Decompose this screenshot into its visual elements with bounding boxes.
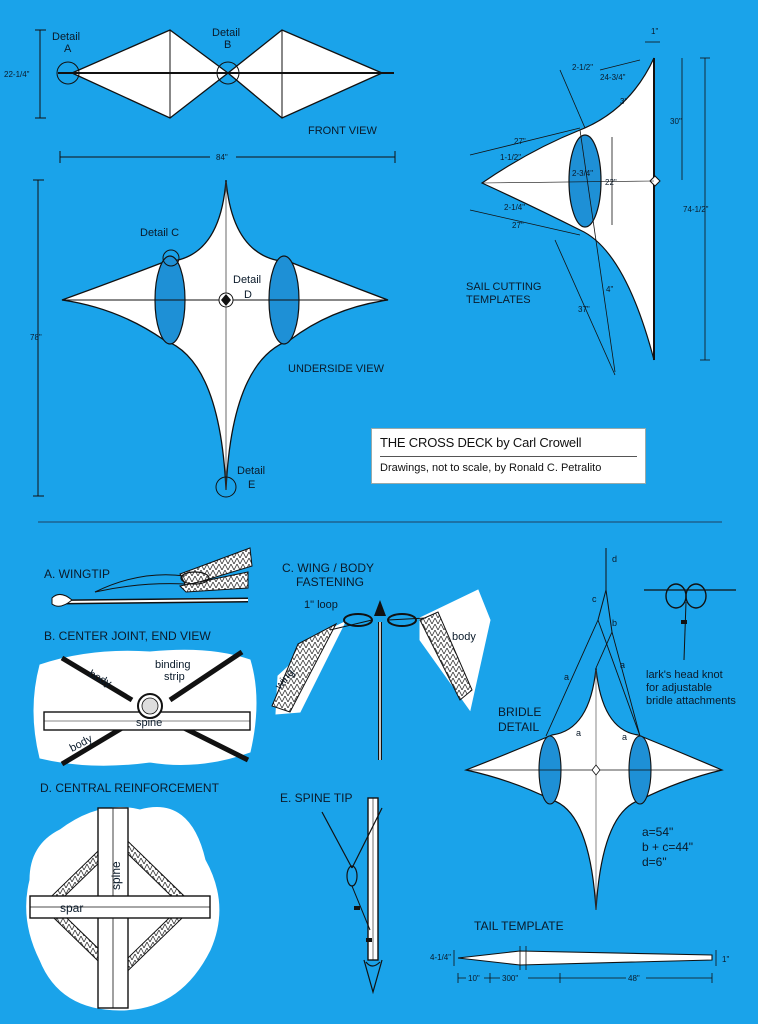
detail-e-word: Detail <box>237 465 265 477</box>
templates-label-2: TEMPLATES <box>466 294 531 306</box>
tail-seg-1: 10" <box>468 974 480 983</box>
detail-b-binding-1: binding <box>155 659 190 671</box>
underside-view: 78" Detail C Detail D Detail E UNDERSIDE… <box>30 179 389 498</box>
bridle-a-2: a <box>620 660 625 670</box>
bridle-a-3: a <box>576 728 581 738</box>
tpl-dim-3: 24-3/4" <box>600 73 626 82</box>
credit-title: THE CROSS DECK by Carl Crowell <box>380 435 582 450</box>
bridle-formula-1: a=54" <box>642 825 673 839</box>
detail-a-letter: A <box>64 43 72 55</box>
tail-template: TAIL TEMPLATE 4-1/4" 1" 10" 300" 48" <box>430 919 729 983</box>
detail-d-title: D. CENTRAL REINFORCEMENT <box>40 781 220 795</box>
tpl-dim-13: 4" <box>606 285 613 294</box>
tpl-dim-7: 1-1/2" <box>500 153 521 162</box>
detail-c-fastening: C. WING / BODY FASTENING 1" loop wing bo… <box>271 561 491 760</box>
tail-seg-2: 300" <box>502 974 518 983</box>
tpl-dim-9: 22" <box>605 178 617 187</box>
credit-divider <box>380 456 637 457</box>
front-view-label: FRONT VIEW <box>308 125 377 137</box>
tpl-dim-6: 27" <box>514 137 526 146</box>
tpl-dim-8: 2-3/4" <box>572 169 593 178</box>
tail-label: TAIL TEMPLATE <box>474 919 564 933</box>
detail-d-letter: D <box>244 289 252 301</box>
bridle-b: b <box>612 618 617 628</box>
credit-subtitle: Drawings, not to scale, by Ronald C. Pet… <box>380 462 602 474</box>
tpl-dim-14: 37" <box>578 305 590 314</box>
bridle-a-4: a <box>622 732 627 742</box>
bridle-c: c <box>592 594 597 604</box>
tpl-dim-10: 74-1/2" <box>683 205 709 214</box>
tpl-dim-2: 2-1/2" <box>572 63 593 72</box>
bridle-label-2: DETAIL <box>498 720 539 734</box>
detail-b-binding-2: strip <box>164 671 185 683</box>
bridle-formula-2: b + c=44" <box>642 840 693 854</box>
detail-d-reinforcement <box>221 294 231 306</box>
detail-b-center-joint: B. CENTER JOINT, END VIEW body body bind… <box>33 629 257 767</box>
detail-c-title-2: FASTENING <box>296 575 364 589</box>
tpl-dim-5: 30" <box>670 117 682 126</box>
detail-c-label: Detail C <box>140 227 179 239</box>
knot-label-1: lark's head knot <box>646 669 723 681</box>
tail-tip-dim: 1" <box>722 955 729 964</box>
detail-d-word: Detail <box>233 274 261 286</box>
templates-label-1: SAIL CUTTING <box>466 281 541 293</box>
detail-a-word: Detail <box>52 31 80 43</box>
detail-d-spar: spar <box>60 901 83 915</box>
detail-e-letter: E <box>248 479 255 491</box>
template-sail <box>480 57 655 361</box>
detail-b-word: Detail <box>212 27 240 39</box>
detail-d-reinforcement: D. CENTRAL REINFORCEMENT spine spar <box>26 781 220 1011</box>
bridle-a-1: a <box>564 672 569 682</box>
detail-e-spine-tip: E. SPINE TIP <box>280 791 383 995</box>
credit-box: THE CROSS DECK by Carl Crowell Drawings,… <box>371 428 646 484</box>
tpl-dim-11: 2-1/4" <box>504 203 525 212</box>
detail-e-title: E. SPINE TIP <box>280 791 352 805</box>
detail-e-circle <box>215 476 237 498</box>
knot-label-3: bridle attachments <box>646 695 736 707</box>
knot-label-2: for adjustable <box>646 682 712 694</box>
bridle-detail: d c b a a a a BRIDLE DETAIL lark's head … <box>463 548 736 911</box>
bridle-d: d <box>612 554 617 564</box>
bridle-formula-3: d=6" <box>642 855 667 869</box>
front-view: 22-1/4" Detail A Detail B FRONT VIEW 84" <box>4 27 396 163</box>
detail-c-title-1: C. WING / BODY <box>282 561 374 575</box>
tpl-dim-4: 3" <box>620 97 627 106</box>
detail-b-circle <box>216 61 240 85</box>
template-wing-panel <box>568 134 602 228</box>
tail-seg-3: 48" <box>628 974 640 983</box>
detail-b-title: B. CENTER JOINT, END VIEW <box>44 629 211 643</box>
tail-height-dim: 4-1/4" <box>430 953 451 962</box>
front-width-dim: 84" <box>216 153 228 162</box>
detail-c-loop: 1" loop <box>304 599 338 611</box>
bridle-label-1: BRIDLE <box>498 705 541 719</box>
detail-d-spine: spine <box>109 861 123 890</box>
detail-a-circle <box>56 61 80 85</box>
detail-a-wingtip: A. WINGTIP <box>44 547 253 607</box>
tail-shape <box>457 950 713 966</box>
detail-b-spine: spine <box>136 717 162 729</box>
front-height-dim: 22-1/4" <box>4 70 30 79</box>
tpl-dim-12: 27" <box>512 221 524 230</box>
tpl-dim-1: 1" <box>651 27 658 36</box>
underside-view-label: UNDERSIDE VIEW <box>288 363 385 375</box>
underside-height-dim: 78" <box>30 333 42 342</box>
detail-a-title: A. WINGTIP <box>44 567 110 581</box>
detail-b-letter: B <box>224 39 231 51</box>
sail-cutting-templates: 1" 2-1/2" 24-3/4" 3" 30" 27" 1-1/2" 2-3/… <box>466 27 710 376</box>
detail-c-body: body <box>452 631 476 643</box>
detail-c-circle <box>162 249 180 267</box>
underside-sail <box>61 179 389 491</box>
